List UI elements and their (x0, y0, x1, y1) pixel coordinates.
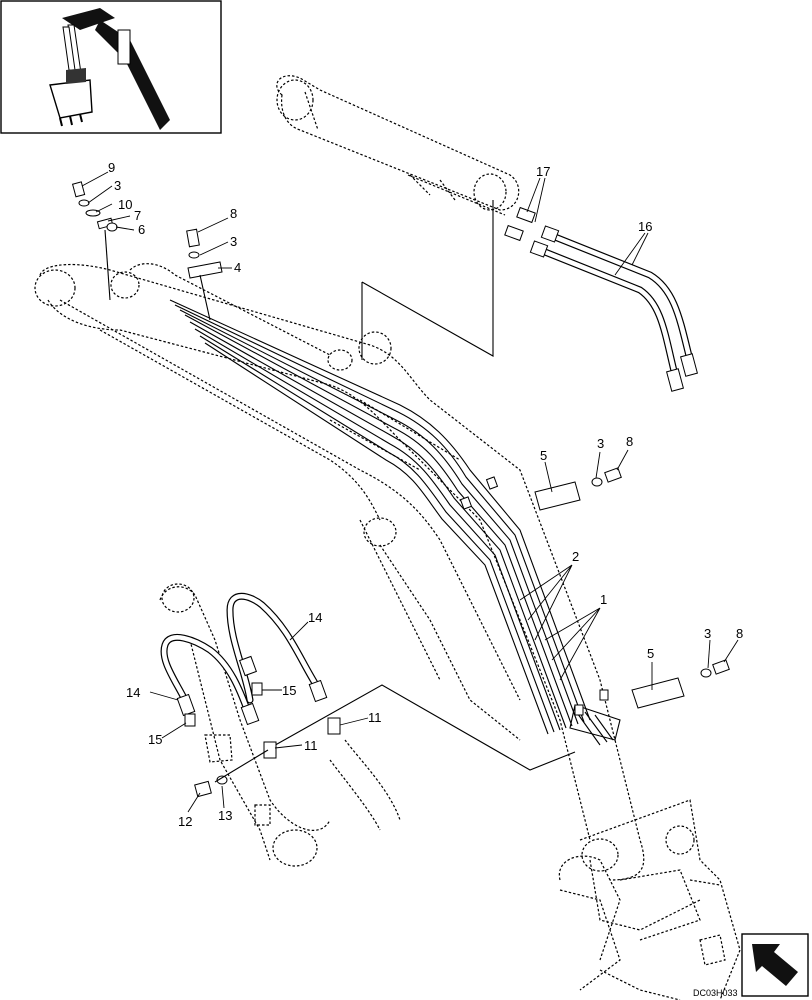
swing-bracket-outline (558, 799, 741, 1000)
callout-3: 3 (230, 234, 237, 249)
page-turn-arrow-icon[interactable] (741, 933, 809, 997)
callout-11: 11 (304, 738, 318, 753)
hose-assembly-14 (160, 592, 328, 726)
hardware-parts (71, 181, 730, 798)
boom-hydraulic-tubes (169, 299, 621, 746)
callout-14: 14 (126, 685, 140, 700)
boom-outline (34, 263, 645, 881)
callout-3: 3 (704, 626, 711, 641)
callout-15: 15 (282, 683, 296, 698)
callout-4: 4 (234, 260, 241, 275)
adapter-fittings-17 (504, 206, 536, 242)
callout-10: 10 (118, 197, 132, 212)
callout-14: 14 (308, 610, 322, 625)
hose-assembly-16 (529, 225, 698, 392)
callout-12: 12 (178, 814, 192, 829)
callout-labels: 9 3 10 7 6 8 3 4 17 16 5 3 8 2 1 14 14 1… (108, 160, 743, 829)
callout-11: 11 (368, 710, 382, 725)
callout-8: 8 (736, 626, 743, 641)
callout-16: 16 (638, 219, 652, 234)
callout-6: 6 (138, 222, 145, 237)
callout-1: 1 (600, 592, 607, 607)
callout-3: 3 (114, 178, 121, 193)
arm-cylinder-outline (276, 75, 520, 216)
callout-8: 8 (626, 434, 633, 449)
drawing-code: DC03H033 (693, 988, 738, 998)
arm-linkage-outline (159, 583, 401, 867)
callout-7: 7 (134, 208, 141, 223)
callout-3: 3 (597, 436, 604, 451)
callout-5: 5 (647, 646, 654, 661)
callout-9: 9 (108, 160, 115, 175)
callout-8: 8 (230, 206, 237, 221)
reference-lines (269, 200, 576, 771)
callout-leaders (81, 171, 739, 813)
callout-13: 13 (218, 808, 232, 823)
callout-2: 2 (572, 549, 579, 564)
boom-overview-thumbnail (0, 0, 222, 134)
callout-15: 15 (148, 732, 162, 747)
callout-17: 17 (536, 164, 550, 179)
callout-5: 5 (540, 448, 547, 463)
